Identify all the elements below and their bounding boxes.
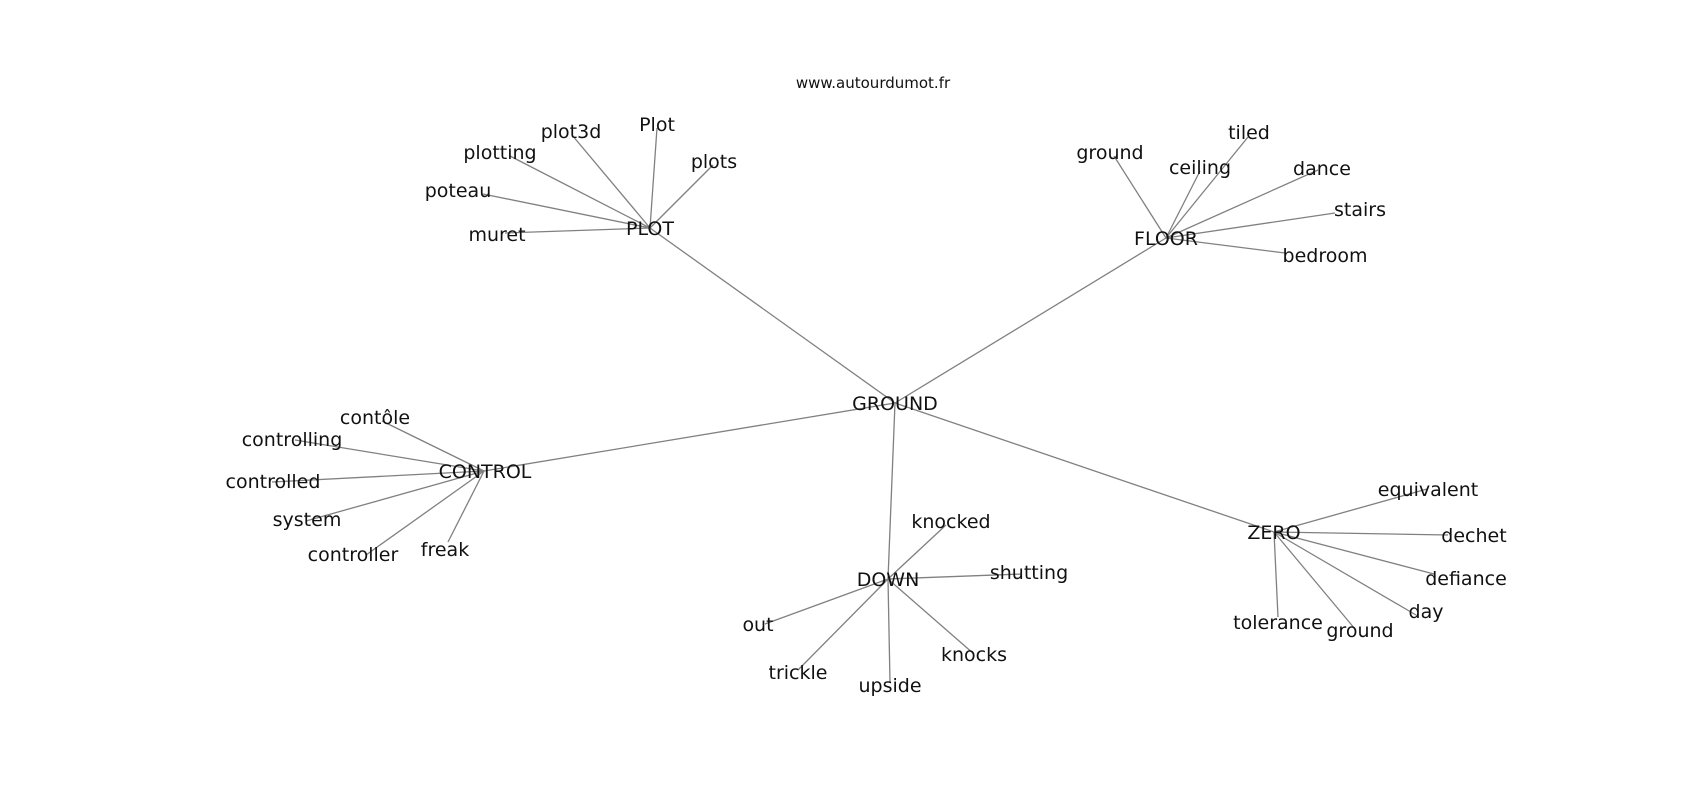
leaf-node-bedroom[interactable]: bedroom	[1283, 245, 1368, 267]
edge-plot-plotting	[509, 155, 651, 229]
leaf-node-tolerance[interactable]: tolerance	[1233, 612, 1323, 634]
leaf-node-controlled[interactable]: controlled	[226, 471, 321, 493]
leaf-node-controlling[interactable]: controlling	[242, 429, 343, 451]
leaf-node-day[interactable]: day	[1409, 601, 1444, 623]
branch-node-down[interactable]: DOWN	[857, 569, 920, 591]
leaf-node-plots[interactable]: plots	[691, 151, 737, 173]
edge-zero-equivalent	[1273, 488, 1428, 533]
edge-down-knocks	[887, 578, 975, 655]
edge-zero-ground	[1273, 531, 1356, 630]
leaf-node-shutting[interactable]: shutting	[990, 562, 1068, 584]
leaf-node-defiance[interactable]: defiance	[1425, 568, 1507, 590]
edges-layer	[271, 127, 1449, 684]
edge-plot-muret	[504, 227, 651, 234]
branch-node-control[interactable]: CONTROL	[439, 461, 532, 483]
watermark: www.autourdumot.fr	[796, 74, 951, 92]
branch-node-plot[interactable]: PLOT	[626, 218, 674, 240]
leaf-node-knocks[interactable]: knocks	[941, 644, 1007, 666]
leaf-node-controller[interactable]: controller	[308, 544, 399, 566]
leaf-node-ceiling[interactable]: ceiling	[1169, 157, 1231, 179]
edge-control-system	[305, 470, 485, 522]
leaf-node-upside[interactable]: upside	[858, 675, 921, 697]
edge-control-controlling	[294, 439, 485, 472]
edge-root-down	[887, 402, 896, 580]
branch-node-zero[interactable]: ZERO	[1247, 522, 1300, 544]
leaf-node-trickle[interactable]: trickle	[769, 662, 828, 684]
leaf-node-plot3d[interactable]: plot3d	[541, 121, 602, 143]
edge-control-controlled	[271, 470, 485, 483]
edge-zero-dechet	[1273, 531, 1449, 536]
edge-plot-plot3d	[571, 134, 651, 229]
edge-floor-bedroom	[1165, 237, 1286, 254]
edge-down-trickle	[797, 578, 889, 671]
edge-root-control	[483, 402, 896, 472]
leaf-node-equivalent[interactable]: equivalent	[1378, 479, 1478, 501]
branch-node-floor[interactable]: FLOOR	[1134, 228, 1198, 250]
root-node-label[interactable]: GROUND	[852, 393, 938, 415]
leaf-node-dechet[interactable]: dechet	[1441, 525, 1506, 547]
leaf-node-plot[interactable]: Plot	[639, 114, 675, 136]
edge-floor-ground	[1113, 155, 1167, 239]
edge-down-knocked	[887, 524, 947, 580]
edge-plot-plots	[649, 164, 714, 229]
edge-root-plot	[649, 227, 896, 404]
leaf-node-freak[interactable]: freak	[421, 539, 469, 561]
leaf-node-ground[interactable]: ground	[1076, 142, 1143, 164]
edge-floor-ceiling	[1165, 170, 1201, 239]
edge-root-zero	[894, 402, 1275, 533]
edge-down-shutting	[887, 573, 1023, 580]
leaf-node-knocked[interactable]: knocked	[911, 511, 990, 533]
labels-layer: GROUND PLOT plot3d Plot plots plotting poteau m…	[226, 114, 1507, 697]
leaf-node-ground[interactable]: ground	[1326, 620, 1393, 642]
edge-root-floor	[894, 237, 1167, 404]
edge-zero-tolerance	[1273, 531, 1279, 618]
leaf-node-dance[interactable]: dance	[1293, 158, 1351, 180]
edge-control-contole	[381, 420, 485, 472]
edge-zero-day	[1273, 531, 1417, 616]
edge-floor-dance	[1165, 169, 1319, 239]
edge-control-freak	[447, 470, 485, 543]
edge-control-controller	[365, 470, 485, 556]
leaf-node-plotting[interactable]: plotting	[463, 142, 536, 164]
leaf-node-system[interactable]: system	[273, 509, 342, 531]
edge-down-out	[764, 578, 889, 625]
leaf-node-poteau[interactable]: poteau	[425, 180, 492, 202]
edge-floor-tiled	[1165, 136, 1249, 239]
edge-plot-poteau	[482, 193, 651, 229]
leaf-node-tiled[interactable]: tiled	[1228, 122, 1270, 144]
edge-zero-defiance	[1273, 531, 1435, 575]
edge-down-upside	[887, 578, 891, 684]
leaf-node-out[interactable]: out	[742, 614, 773, 636]
edge-plot-plot	[649, 127, 658, 229]
edge-floor-stairs	[1165, 212, 1336, 239]
leaf-node-contole[interactable]: contôle	[340, 407, 410, 429]
leaf-node-muret[interactable]: muret	[468, 224, 525, 246]
leaf-node-stairs[interactable]: stairs	[1334, 199, 1386, 221]
